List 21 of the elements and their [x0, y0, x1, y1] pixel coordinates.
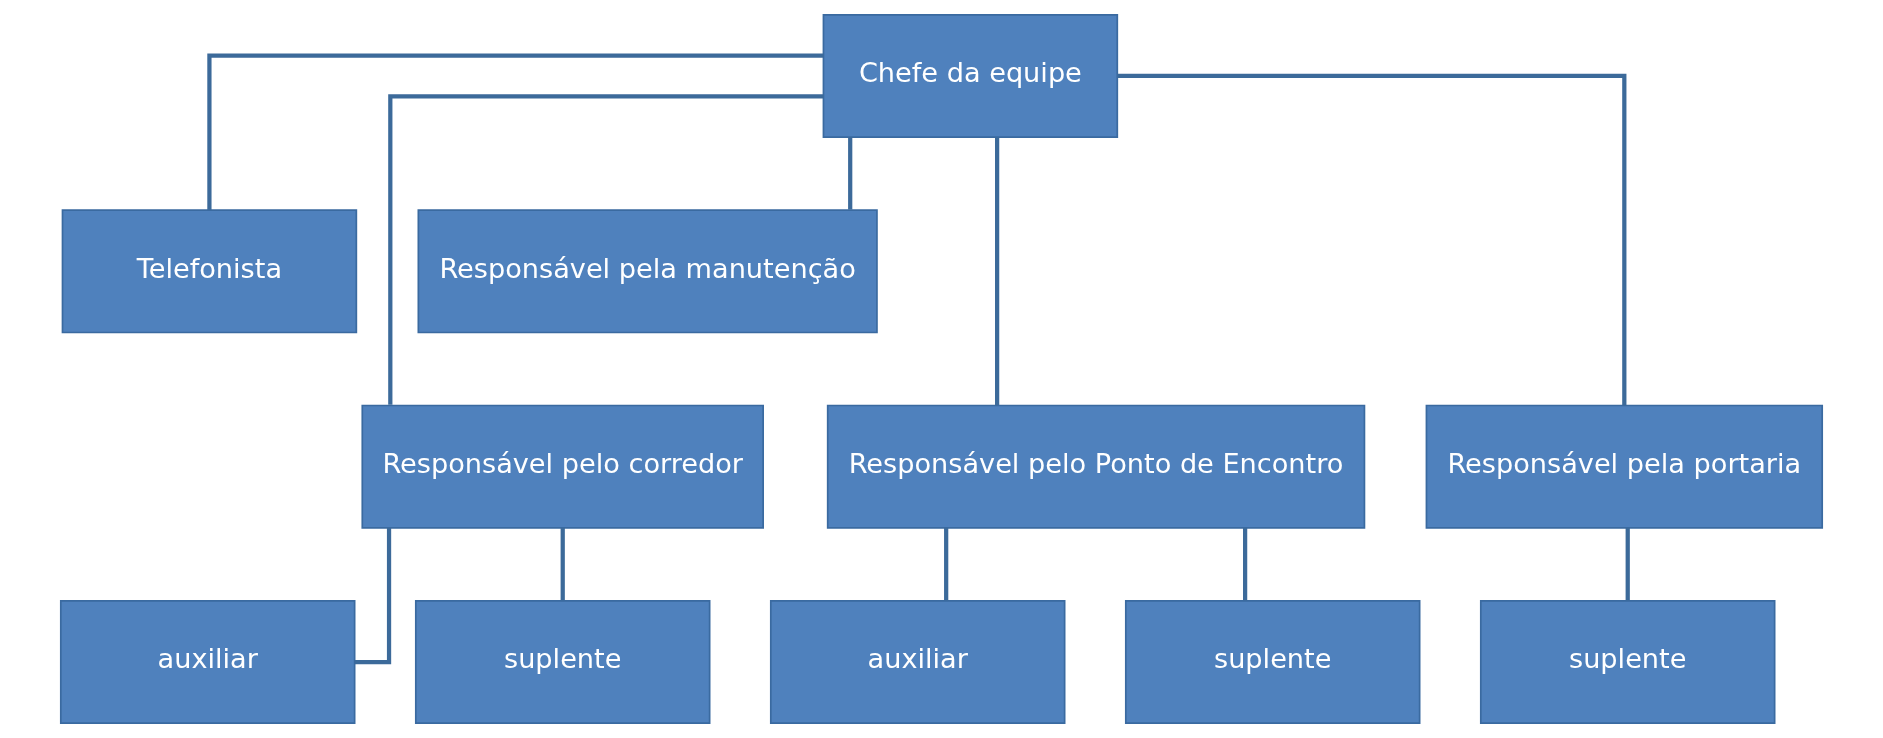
node-box: Responsável pelo Ponto de Encontro [826, 404, 1366, 529]
node-box: auxiliar [769, 600, 1066, 724]
connector [848, 137, 853, 210]
node-box: Telefonista [61, 209, 358, 334]
node-box: Chefe da equipe [822, 14, 1119, 138]
connector [1625, 527, 1630, 601]
node-box: Responsável pelo corredor [361, 404, 764, 529]
node-box: Responsável pela manutenção [417, 209, 878, 334]
node-box: auxiliar [59, 600, 356, 724]
connector [995, 137, 1000, 405]
node-box: suplente [1479, 600, 1776, 724]
connector [1117, 73, 1627, 406]
connector [944, 527, 949, 601]
connector [560, 527, 565, 601]
connector [354, 527, 392, 665]
connector [388, 94, 824, 405]
node-box: suplente [414, 600, 711, 724]
connector [1243, 527, 1248, 601]
node-box: Responsável pela portaria [1425, 404, 1824, 529]
connector [207, 53, 824, 211]
node-box: suplente [1124, 600, 1421, 724]
